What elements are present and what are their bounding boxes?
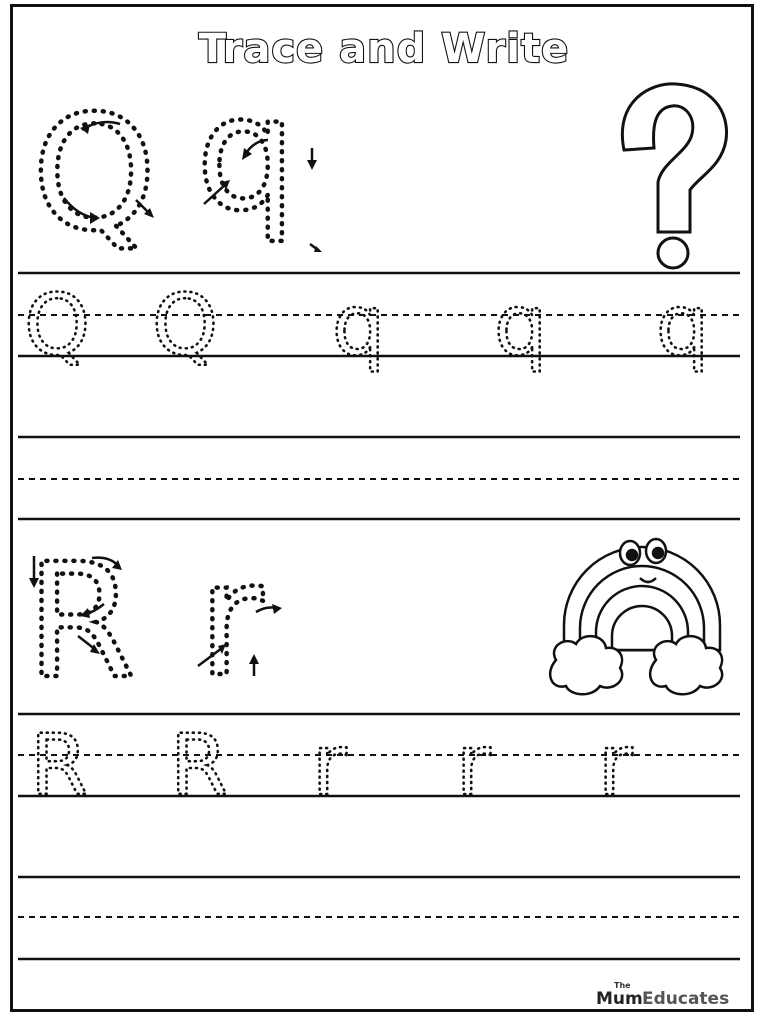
brand-educates: Educates — [642, 989, 729, 1009]
trace-letter: q — [332, 276, 385, 374]
brand-mum: Mum — [596, 989, 643, 1009]
section-r: R r — [18, 526, 740, 961]
trace-letter: r — [312, 716, 347, 814]
question-mark-icon — [620, 82, 728, 270]
brand-the: The — [614, 981, 631, 990]
trace-letter: r — [598, 716, 633, 814]
stroke-arrows-q — [63, 120, 322, 252]
trace-row-q: Q Q q q q — [23, 275, 711, 376]
trace-row-r: R R r r r — [29, 715, 635, 816]
trace-letter: Q — [24, 276, 90, 374]
worksheet-page — [10, 4, 754, 1012]
model-letter-upper-q: Q — [32, 82, 156, 266]
stroke-arrows-r — [29, 556, 282, 676]
section-q: Q q Q Q — [18, 60, 740, 521]
trace-letter: R — [30, 716, 88, 814]
trace-letter: q — [494, 276, 547, 374]
trace-letter: Q — [152, 276, 218, 374]
rainbow-icon — [548, 537, 724, 696]
model-letter-lower-r: r — [198, 528, 263, 712]
trace-letter: q — [656, 276, 709, 374]
trace-letter: r — [456, 716, 491, 814]
page-title: Trace and Write — [199, 26, 570, 72]
brand-logo: The Mum Educates — [596, 981, 729, 1009]
trace-letter: R — [170, 716, 228, 814]
model-letter-upper-r: R — [26, 530, 136, 714]
